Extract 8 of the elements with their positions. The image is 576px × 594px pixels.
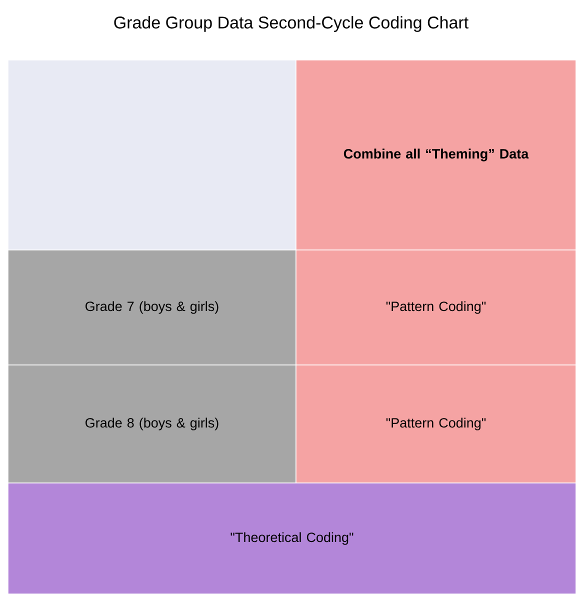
table-cell: Grade 8 (boys & girls) (8, 364, 296, 484)
table-cell: Grade 7 (boys & girls) (8, 250, 296, 366)
table-cell: "Theoretical Coding" (8, 482, 576, 594)
node-label: "Pattern Coding" (386, 301, 486, 314)
title: Grade Group Data Second-Cycle Coding Chart (114, 16, 468, 32)
table-cell: "Pattern Coding" (296, 250, 576, 366)
table-cell: "Pattern Coding" (296, 364, 576, 484)
table-cell: Combine all “Theming” Data (296, 60, 576, 250)
